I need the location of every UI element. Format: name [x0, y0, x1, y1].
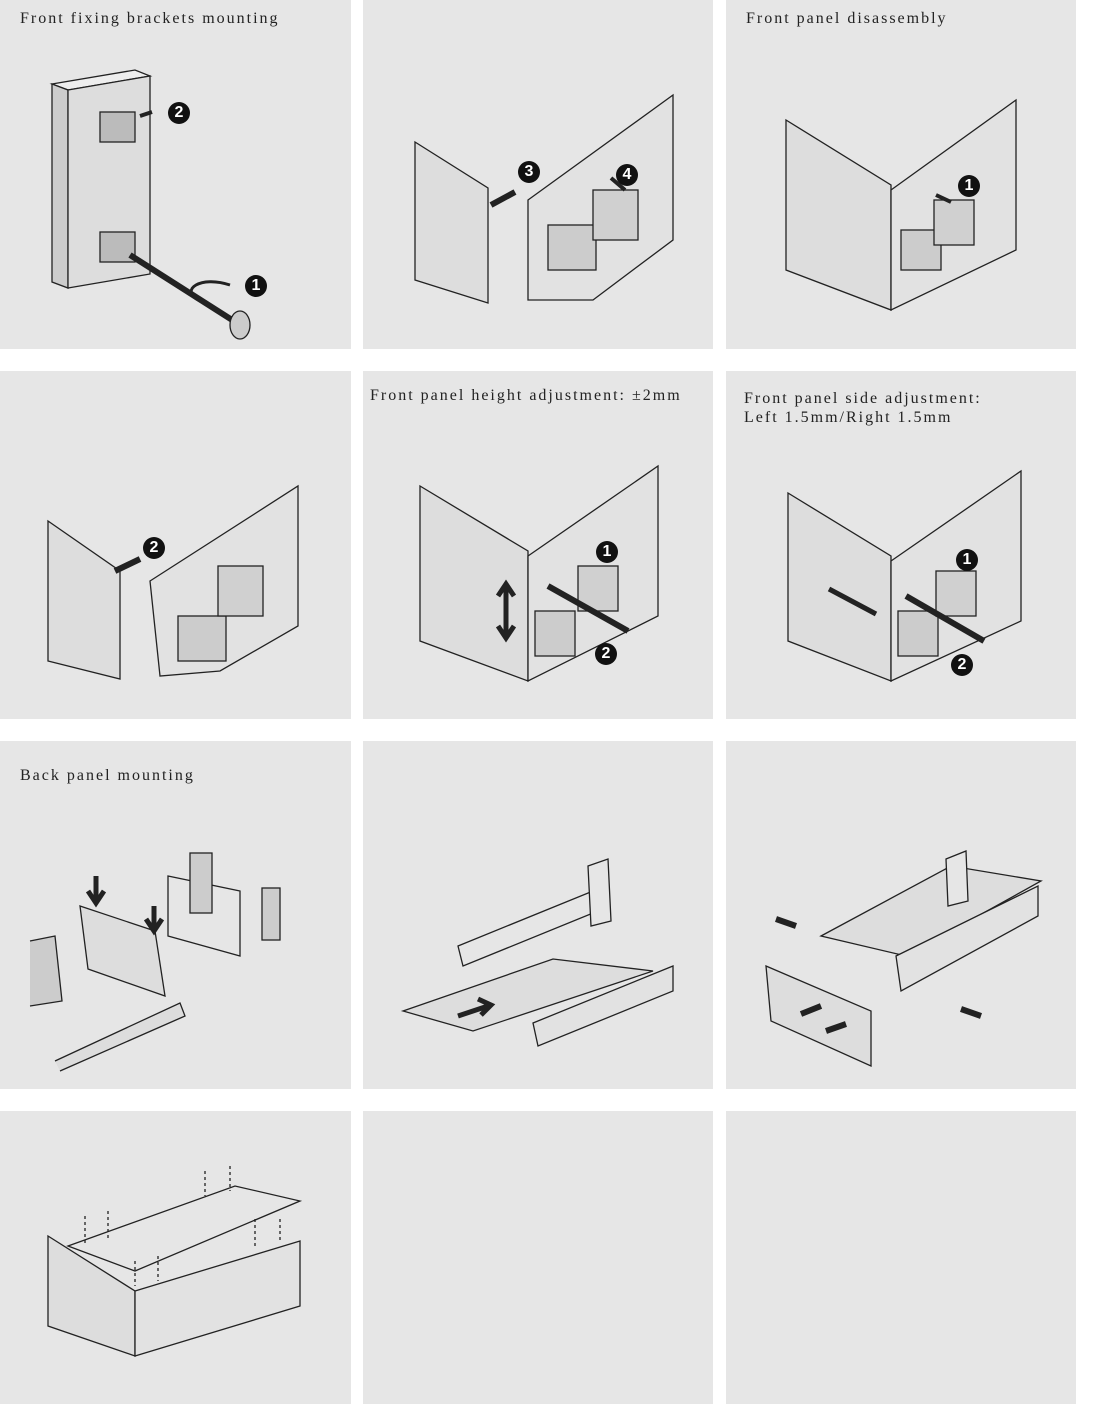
panel-front-panel-attach: 3 4 — [363, 0, 713, 349]
panel-title: Back panel mounting — [20, 767, 195, 784]
panel-removal-illustration — [47, 484, 299, 680]
panel-title: Front panel disassembly — [746, 10, 948, 27]
assembled-drawer-illustration — [47, 1166, 303, 1357]
back-panel-illustration — [29, 852, 281, 1072]
panel-empty — [363, 1111, 713, 1404]
panel-title: Front panel height adjustment: ±2mm — [370, 387, 682, 404]
panel-height-adjustment: Front panel height adjustment: ±2mm 1 2 — [363, 371, 713, 719]
panel-front-panel-fitting — [726, 741, 1076, 1089]
panel-back-panel-mounting: Back panel mounting — [0, 741, 351, 1089]
panel-title: Front fixing brackets mounting — [20, 10, 280, 27]
panel-side-adjustment: Front panel side adjustment: Left 1.5mm/… — [726, 371, 1076, 719]
bottom-insertion-illustration — [400, 858, 674, 1047]
step-badge: 4 — [616, 164, 638, 186]
step-badge: 1 — [245, 275, 267, 297]
side-adjustment-illustration — [787, 469, 1022, 683]
panel-front-panel-disassembly: Front panel disassembly 1 — [726, 0, 1076, 349]
step-badge: 1 — [596, 541, 618, 563]
height-adjustment-illustration — [419, 464, 659, 683]
drawer-side-illustration — [414, 93, 674, 304]
step-badge: 2 — [951, 654, 973, 676]
panel-front-fixing-brackets: Front fixing brackets mounting 2 1 — [0, 0, 351, 349]
panel-drawer-assembled — [0, 1111, 351, 1404]
front-panel-fitting-illustration — [765, 850, 1043, 1068]
panel-empty — [726, 1111, 1076, 1404]
step-badge: 1 — [956, 549, 978, 571]
panel-front-panel-removal: 2 — [0, 371, 351, 719]
panel-bottom-insertion — [363, 741, 713, 1089]
disassembly-illustration — [785, 98, 1017, 312]
panel-title: Front panel side adjustment: Left 1.5mm/… — [744, 390, 982, 426]
step-badge: 2 — [143, 537, 165, 559]
bracket-mounting-illustration — [49, 69, 251, 340]
step-badge: 2 — [595, 643, 617, 665]
step-badge: 1 — [958, 175, 980, 197]
step-badge: 3 — [518, 161, 540, 183]
step-badge: 2 — [168, 102, 190, 124]
